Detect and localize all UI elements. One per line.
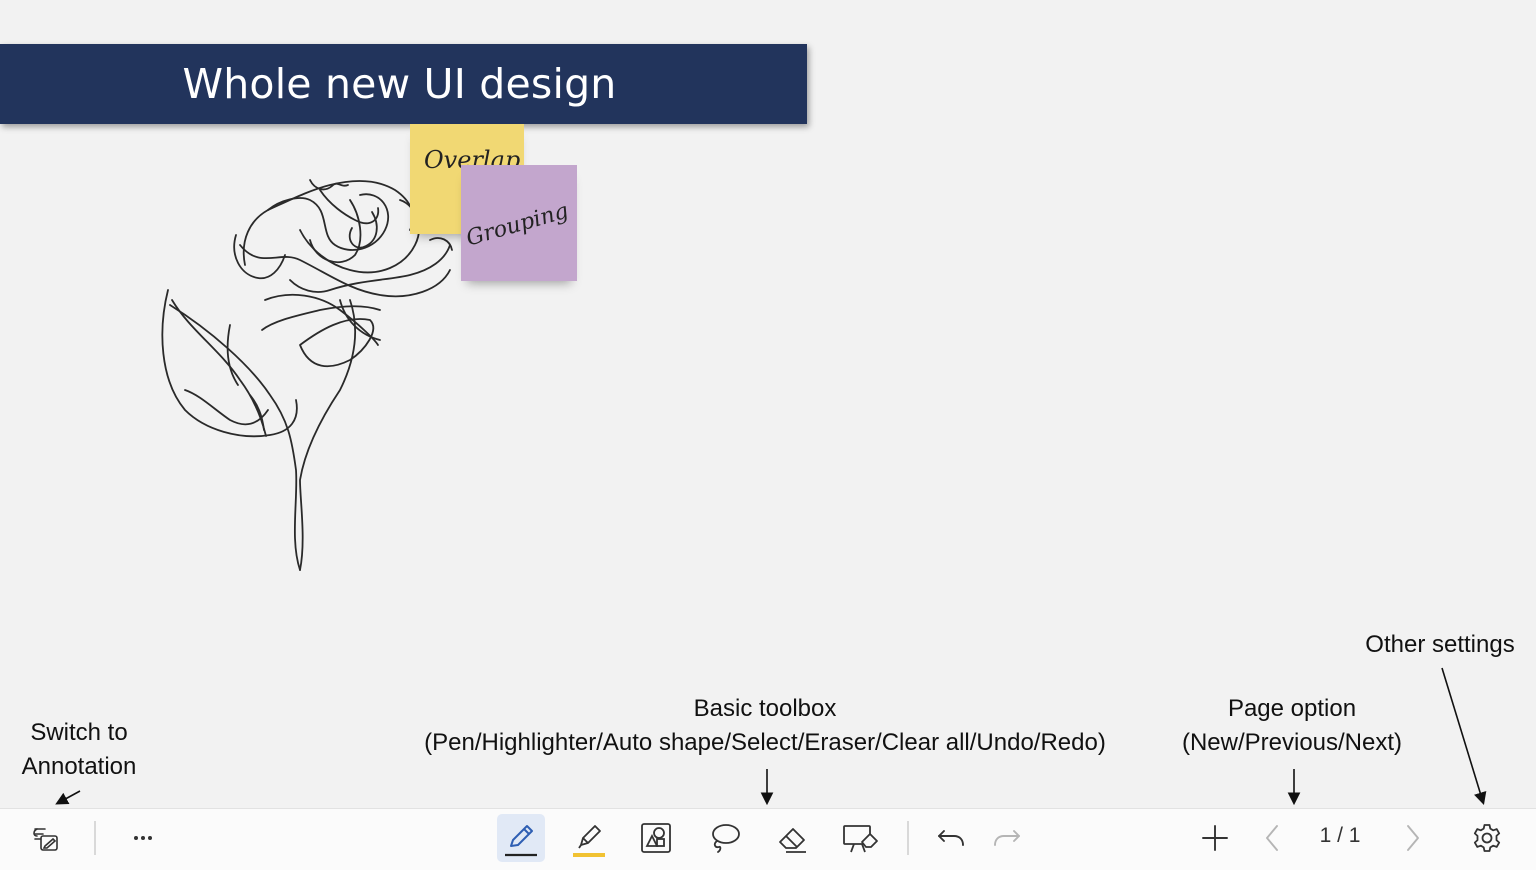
settings-icon [1473, 824, 1501, 852]
toolbar-divider [94, 821, 96, 855]
sticky-note-grouping[interactable]: Grouping [461, 165, 577, 281]
callout-other-settings: Other settings [1350, 628, 1530, 662]
clear-all-icon [843, 825, 878, 853]
callout-text: Basic toolbox [693, 695, 837, 722]
new-page-icon [1202, 825, 1228, 851]
banner-title: Whole new UI design [182, 60, 617, 108]
more-icon [134, 836, 152, 840]
lasso-select-icon [712, 824, 740, 853]
new-page-button[interactable] [1191, 814, 1239, 862]
auto-shape-tool-button[interactable] [632, 814, 680, 862]
previous-page-icon [1266, 825, 1278, 851]
clear-all-button[interactable] [836, 814, 884, 862]
callout-text: Other settings [1365, 631, 1515, 658]
redo-button[interactable] [983, 814, 1031, 862]
title-banner: Whole new UI design [0, 44, 807, 124]
bottom-toolbar: 1 / 1 [0, 808, 1536, 870]
select-tool-button[interactable] [701, 814, 749, 862]
next-page-button[interactable] [1388, 814, 1436, 862]
switch-annotation-icon [33, 828, 58, 851]
callout-page-option: Page option (New/Previous/Next) [1162, 692, 1422, 760]
switch-annotation-button[interactable] [23, 814, 71, 862]
more-button[interactable] [119, 814, 167, 862]
undo-icon [938, 830, 964, 846]
settings-button[interactable] [1463, 814, 1511, 862]
previous-page-button[interactable] [1249, 814, 1297, 862]
pen-icon [505, 825, 537, 857]
callout-text: Annotation [21, 753, 137, 780]
callout-text: (New/Previous/Next) [1181, 729, 1403, 756]
next-page-icon [1407, 825, 1419, 851]
highlighter-icon [573, 825, 605, 857]
rose-drawing[interactable] [150, 170, 470, 590]
callout-basic-toolbox: Basic toolbox (Pen/Highlighter/Auto shap… [380, 692, 1150, 760]
auto-shape-icon [641, 823, 671, 853]
toolbar-divider [907, 821, 909, 855]
undo-button[interactable] [927, 814, 975, 862]
highlighter-tool-button[interactable] [565, 814, 613, 862]
eraser-tool-button[interactable] [768, 814, 816, 862]
page-indicator: 1 / 1 [1319, 824, 1361, 847]
callout-text: (Pen/Highlighter/Auto shape/Select/Erase… [424, 729, 1106, 756]
callout-switch-annotation: Switch to Annotation [4, 716, 154, 784]
callout-text: Page option [1227, 695, 1357, 722]
callout-text: Switch to [30, 719, 128, 746]
sticky-note-text: Grouping [463, 198, 572, 252]
redo-icon [994, 830, 1020, 846]
pen-tool-button[interactable] [497, 814, 545, 862]
eraser-icon [779, 828, 806, 853]
